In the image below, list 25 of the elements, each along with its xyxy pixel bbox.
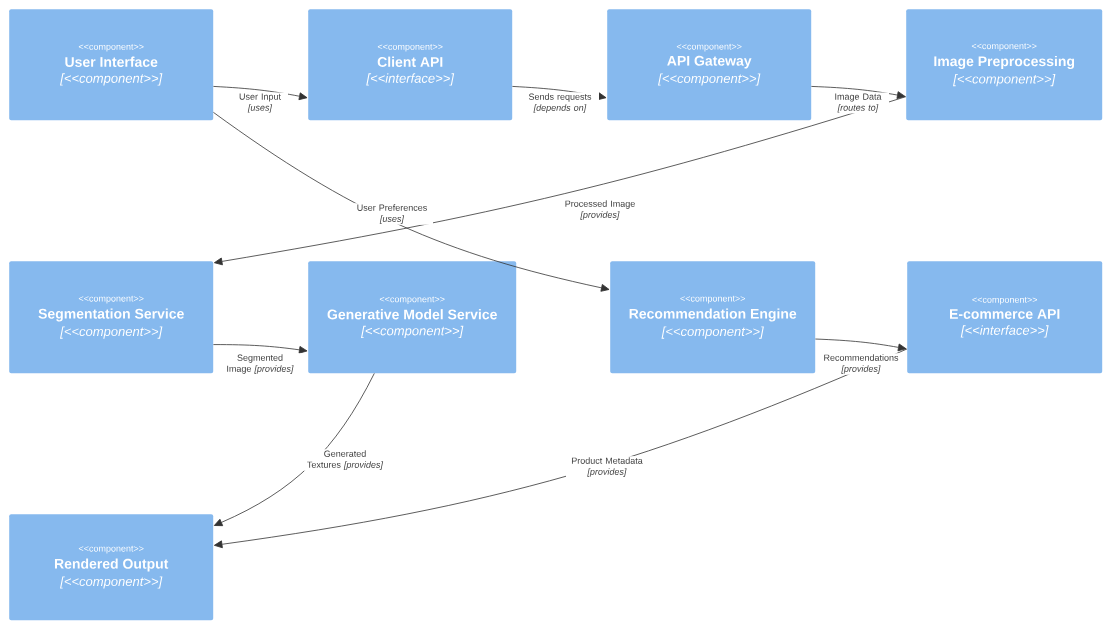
component-box: <<component>> Rendered Output [<<component>>] (9, 514, 214, 621)
component-box: <<component>> Recommendation Engine [<<component>>] (610, 261, 816, 374)
component-box: <<component>> Segmentation Service [<<component>>] (9, 261, 214, 374)
edge-label: Image Data [routes to] (827, 92, 889, 114)
component-box: <<component>> E-commerce API [<<interface>>] (907, 261, 1103, 374)
component-box: <<component>> User Interface [<<component>>] (9, 9, 214, 121)
edge-label: Recommendations [provides] (817, 353, 905, 375)
arrow (213, 86, 308, 101)
arrow (213, 373, 375, 527)
component-box: <<component>> Image Preprocessing [<<component>>] (906, 9, 1103, 121)
arrow (811, 86, 906, 99)
edge-label: Processed Image [provides] (559, 199, 641, 221)
component-box: <<component>> API Gateway [<<component>>] (607, 9, 812, 121)
arrow (214, 96, 907, 266)
edge-label: Sends requests [depends on] (521, 92, 599, 114)
edge-label: Generated Textures [provides] (298, 449, 392, 471)
component-box: <<component>> Client API [<<interface>>] (308, 9, 513, 121)
edge-label: User Preferences [uses] (351, 203, 433, 225)
component-box: <<component>> Generative Model Service [<<component>>] (308, 261, 517, 374)
arrow (815, 338, 907, 352)
edge-label: Product Metadata [provides] (566, 456, 648, 478)
edge-label: Segmented Image [provides] (218, 353, 302, 375)
arrow (213, 111, 610, 292)
arrow (213, 344, 308, 354)
edge-label: User Input [uses] (232, 92, 288, 114)
